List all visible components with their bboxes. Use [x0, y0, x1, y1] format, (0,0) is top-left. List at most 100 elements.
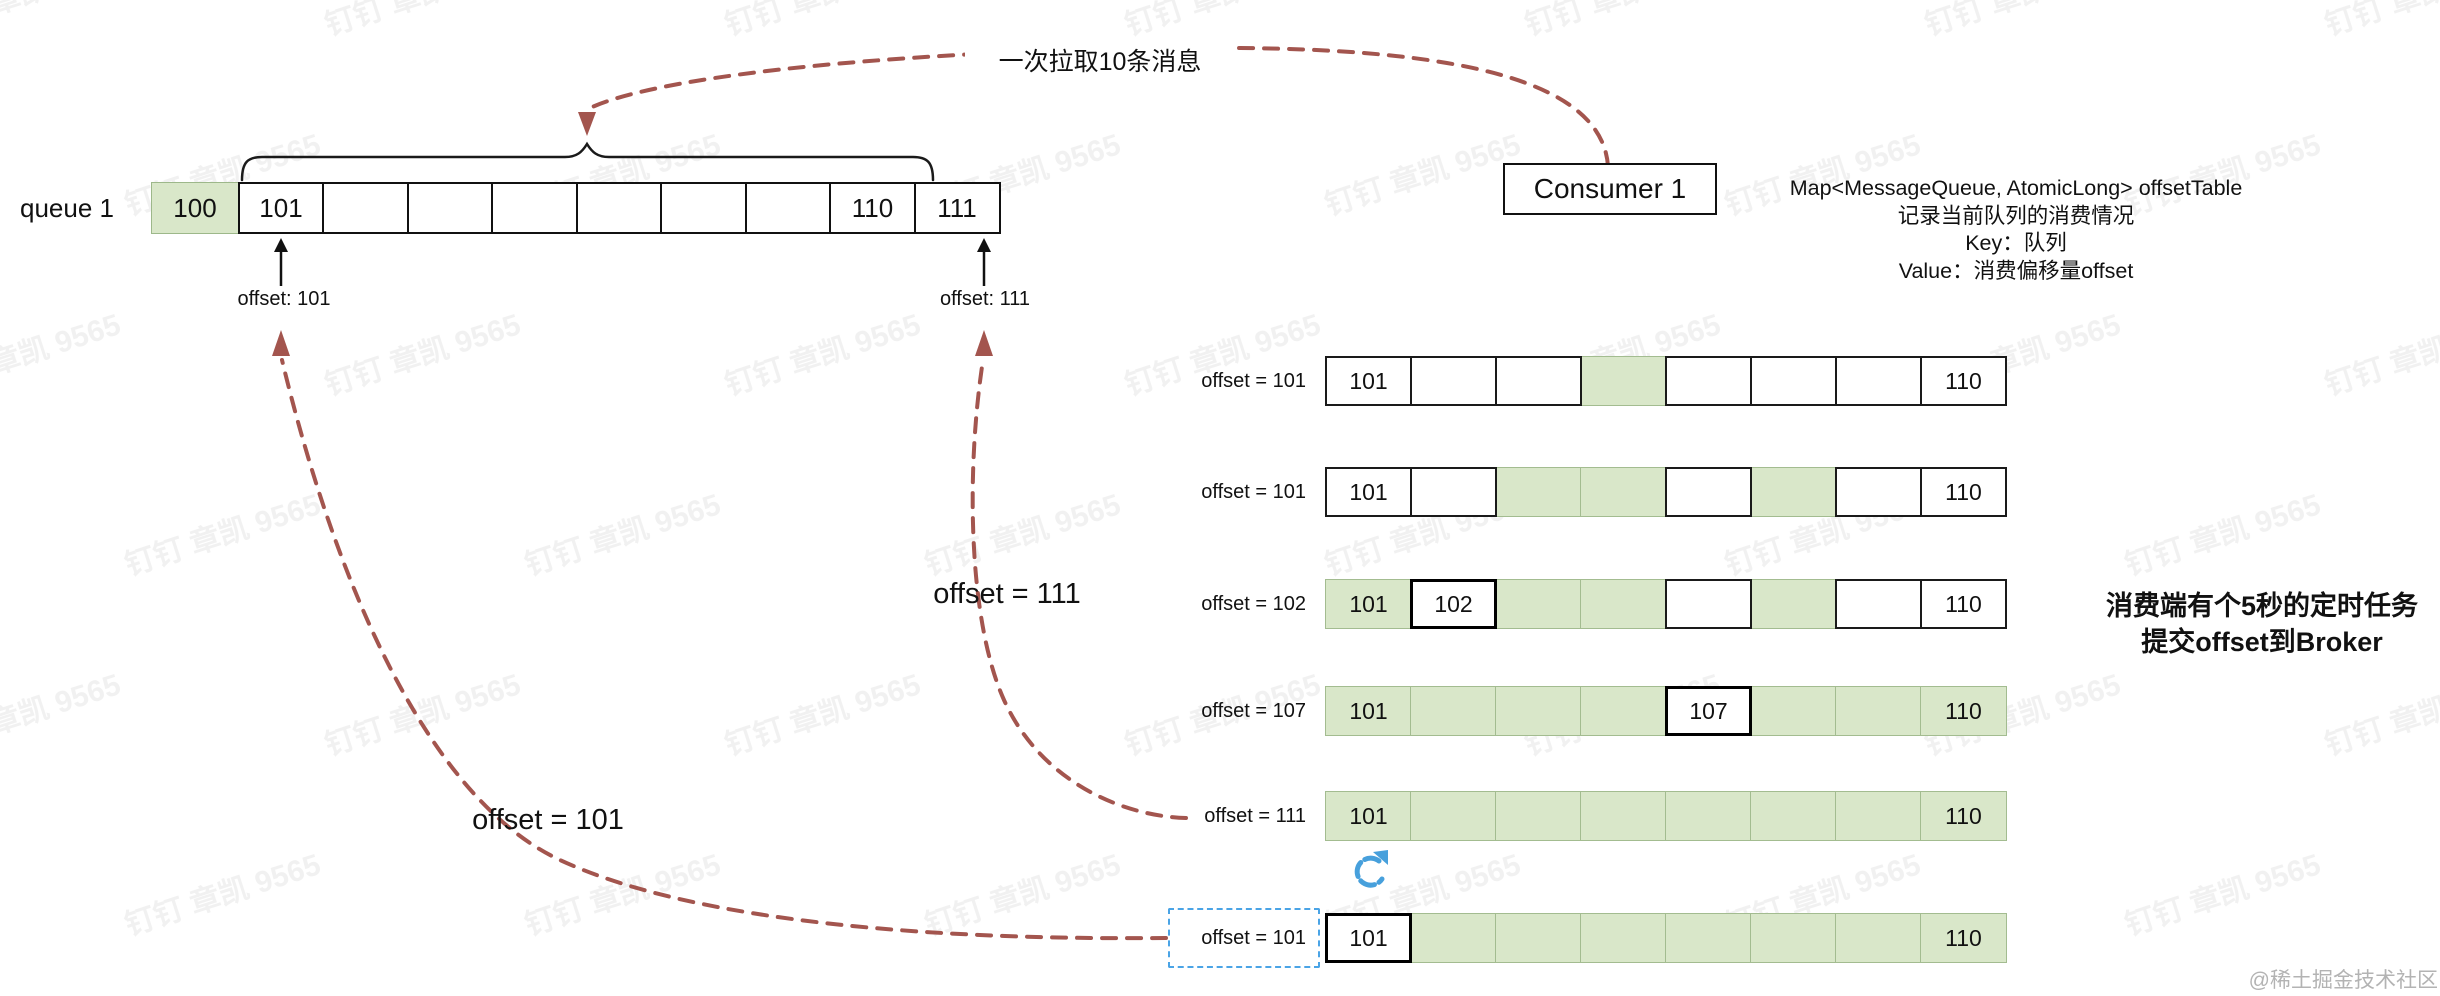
- offset-row-cell: [1835, 791, 1922, 841]
- offset-row: offset = 107 101 107 110: [1140, 686, 2007, 736]
- offset-row-cell: 101: [1325, 467, 1412, 517]
- offset-row-cell: 101: [1325, 791, 1412, 841]
- queue-name-label: queue 1: [20, 193, 114, 223]
- queue-cell: [575, 182, 663, 234]
- offset-row-cell: 101: [1325, 686, 1412, 736]
- offset-row-cell: 110: [1920, 467, 2007, 517]
- offset-row-cell: [1495, 791, 1582, 841]
- offset-row: offset = 101 101 110: [1140, 467, 2007, 517]
- offset-111-pointer-arrow: [977, 238, 991, 286]
- offset-row-cells: 101 110: [1325, 467, 2007, 517]
- queue-cell: 110: [829, 182, 916, 234]
- offset-row-cell: [1495, 467, 1582, 517]
- offset-row-cell: 101: [1325, 913, 1412, 963]
- offset-row-cell: [1750, 791, 1837, 841]
- offset-row-label: offset = 111: [1204, 805, 1306, 827]
- offset-row-cell: 102: [1410, 579, 1497, 629]
- queue-cell: [491, 182, 578, 234]
- offset-row-cells: 101 110: [1325, 913, 2007, 963]
- offset-table-note-line2: 记录当前队列的消费情况: [1897, 203, 2135, 228]
- offset-row: offset = 101 101 110: [1140, 356, 2007, 406]
- offset-row-label: offset = 102: [1201, 593, 1306, 615]
- offset-row-label: offset = 101: [1201, 481, 1306, 503]
- offset-row-cell: [1410, 686, 1497, 736]
- offset-row-cell: 107: [1665, 686, 1752, 736]
- queue-cell: [744, 182, 832, 234]
- commit-offset-111-curve: [970, 358, 1188, 820]
- offset-row-cell: [1410, 356, 1497, 406]
- timer-note-line2: 提交offset到Broker: [2141, 626, 2383, 657]
- timer-note-line1: 消费端有个5秒的定时任务: [2105, 591, 2418, 621]
- offset-row-cell: [1580, 791, 1667, 841]
- offset-row-cell: [1750, 913, 1837, 963]
- offset-row-cells: 101 107 110: [1325, 686, 2007, 736]
- offset-row-cell: [1750, 579, 1837, 629]
- curve-label-offset-111: offset = 111: [933, 578, 1081, 610]
- offset-row-cell: 101: [1325, 579, 1412, 629]
- offset-row-cell: [1580, 579, 1667, 629]
- offset-row-cell: [1580, 467, 1667, 517]
- offset-111-curve-arrowhead-icon: [975, 330, 993, 356]
- offset-111-label: offset: 111: [939, 288, 1031, 310]
- offset-row-cell: [1835, 686, 1922, 736]
- offset-row-cell: 110: [1920, 356, 2007, 406]
- offset-row-cell: [1665, 579, 1752, 629]
- offset-row: offset = 111 101 110: [1140, 791, 2007, 841]
- queue-cell: [660, 182, 747, 234]
- pull-range-brace: [240, 141, 935, 182]
- offset-table-note-line1: Map<MessageQueue, AtomicLong> offsetTabl…: [1789, 176, 2243, 200]
- queue-cell-consumed: 100: [151, 182, 239, 234]
- offset-table-note-line4: Value：消费偏移量offset: [1898, 258, 2134, 283]
- offset-row-cell: [1495, 913, 1582, 963]
- offset-row-cell: 110: [1920, 579, 2007, 629]
- offset-row-label: offset = 101: [1140, 908, 1325, 968]
- offset-row-cell: [1835, 579, 1922, 629]
- pull-curve-arrowhead-icon: [578, 112, 596, 136]
- offset-row-cell: [1835, 467, 1922, 517]
- queue-cell: [406, 182, 494, 234]
- offset-row-cell: [1835, 356, 1922, 406]
- offset-row-cell: [1665, 467, 1752, 517]
- offset-row-label: offset = 101: [1201, 370, 1306, 392]
- curve-label-offset-101: offset = 101: [472, 804, 624, 836]
- offset-row-cell: [1580, 913, 1667, 963]
- offset-row-cell: [1750, 467, 1837, 517]
- offset-row-cell: [1410, 913, 1497, 963]
- offset-row-cell: [1835, 913, 1922, 963]
- offset-row-label: offset = 107: [1201, 700, 1306, 722]
- offset-row-cell: 110: [1920, 791, 2007, 841]
- offset-row-cell: [1665, 356, 1752, 406]
- refresh-icon: [1354, 850, 1388, 888]
- offset-row-cell: [1580, 356, 1667, 406]
- queue-cell: 101: [237, 182, 325, 234]
- offset-row-cell: 101: [1325, 356, 1412, 406]
- offset-row-cell: [1495, 356, 1582, 406]
- community-credit: @稀土掘金技术社区: [2248, 969, 2438, 992]
- queue-cell: 111: [913, 182, 1001, 234]
- offset-101-curve-arrowhead-icon: [272, 330, 290, 356]
- offset-row-cell: [1665, 791, 1752, 841]
- offset-table-note: Map<MessageQueue, AtomicLong> offsetTabl…: [1770, 175, 2262, 285]
- consumer-box: Consumer 1: [1503, 163, 1717, 215]
- commit-offset-101-curve: [280, 358, 1168, 941]
- offset-row-cell: 110: [1920, 686, 2007, 736]
- offset-101-label: offset: 101: [237, 288, 331, 310]
- offset-row-cell: [1750, 686, 1837, 736]
- offset-table-note-line3: Key：队列: [1965, 231, 2067, 255]
- timer-note: 消费端有个5秒的定时任务 提交offset到Broker: [2088, 589, 2436, 660]
- offset-row-cell: 110: [1920, 913, 2007, 963]
- offset-row-cell: [1580, 686, 1667, 736]
- pull-message-label: 一次拉取10条消息: [965, 40, 1235, 80]
- queue-cell: [322, 182, 409, 234]
- offset-row-cells: 101 110: [1325, 356, 2007, 406]
- offset-row-cell: [1410, 467, 1497, 517]
- offset-row-cell: [1750, 356, 1837, 406]
- offset-row-cells: 101 110: [1325, 791, 2007, 841]
